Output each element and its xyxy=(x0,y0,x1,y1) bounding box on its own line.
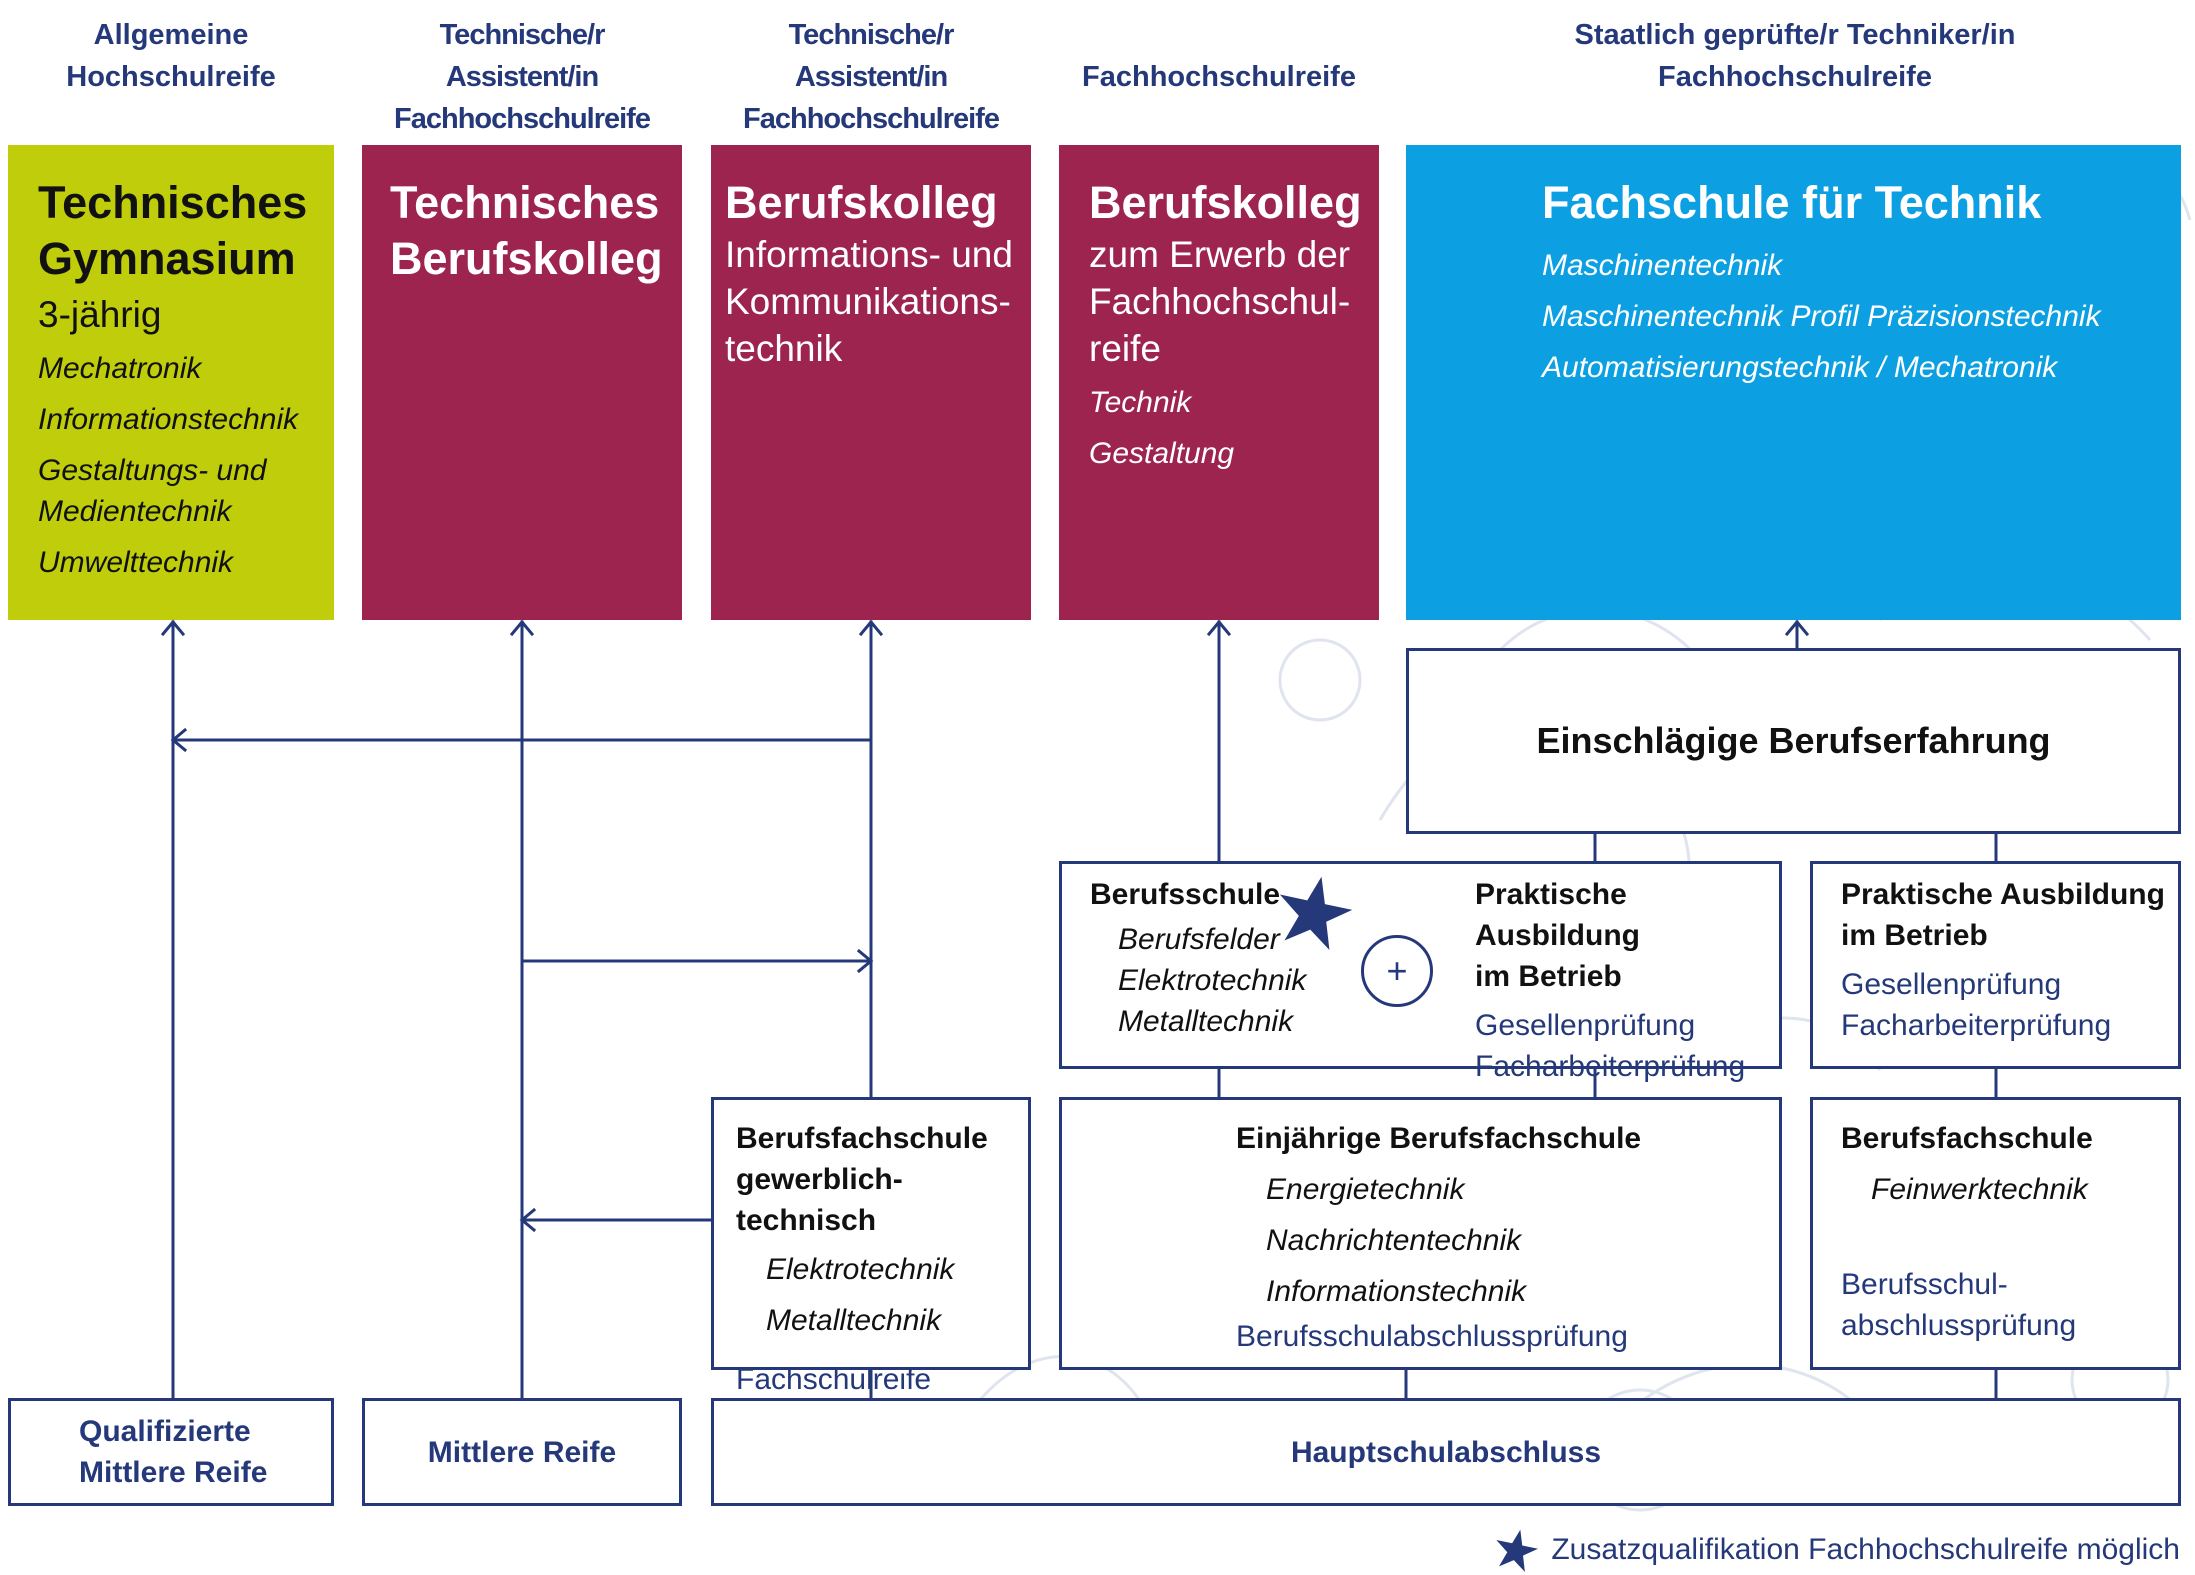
header-col4: Fachhochschulreife xyxy=(1059,56,1379,98)
berufserfahrung-box: Einschlägige Berufserfahrung xyxy=(1406,648,2181,834)
bfs-fw-item-feinwerktechnik: Feinwerktechnik xyxy=(1871,1173,2088,1206)
bfs-gt-title-line2: gewerblich-technisch xyxy=(736,1163,903,1237)
fst-title: Fachschule für Technik xyxy=(1542,177,2042,228)
bk-ik-title: Berufskolleg xyxy=(725,177,998,228)
bfs-fw-exam-line1: Berufsschul- xyxy=(1841,1268,2008,1301)
header-col2: Technische/r Assistent/in Fachhochschulr… xyxy=(362,14,682,140)
ebfs-item-informationstechnik: Informationstechnik xyxy=(1266,1275,1527,1308)
bk-ik-subtitle-line3: technik xyxy=(725,328,843,369)
header-col1: Allgemeine Hochschulreife xyxy=(40,14,302,98)
berufskolleg-fhr-box: Berufskolleg zum Erwerb der Fachhochschu… xyxy=(1059,145,1379,620)
fachschule-technik-box: Fachschule für Technik Maschinentechnik … xyxy=(1406,145,2181,620)
plus-icon: + xyxy=(1361,935,1433,1007)
arrowhead-left-mr xyxy=(519,1207,537,1233)
berufsschule-block: Berufsschule Berufsfelder Elektrotechnik… xyxy=(1090,874,1306,1042)
ebfs-item-energietechnik: Energietechnik xyxy=(1266,1173,1465,1206)
legend-star-icon xyxy=(1496,1529,1539,1572)
legend: Zusatzqualifikation Fachhochschulreife m… xyxy=(1440,1528,2180,1572)
ebfs-item-nachrichtentechnik: Nachrichtentechnik xyxy=(1266,1224,1522,1257)
berufsschule-item-metalltechnik: Metalltechnik xyxy=(1118,1005,1294,1038)
arrowhead-right-col3 xyxy=(856,948,874,974)
bk-fhr-subtitle-line1: zum Erwerb der xyxy=(1089,234,1351,275)
tg-profile-umwelttechnik: Umwelttechnik xyxy=(38,546,234,579)
bfs-gt-item-elektrotechnik: Elektrotechnik xyxy=(766,1253,955,1286)
bfs-gewerblich-box: Berufsfachschule gewerblich-technisch El… xyxy=(711,1097,1031,1396)
praxis1-title-line1: Praktische Ausbildung xyxy=(1475,878,1640,952)
fst-profile-maschinentechnik: Maschinentechnik xyxy=(1542,249,1783,282)
fst-profile-automatisierung: Automatisierungstechnik / Mechatronik xyxy=(1542,351,2058,384)
header-col1-line1: Allgemeine xyxy=(93,19,249,51)
bfs-fw-exam-line2: abschlussprüfung xyxy=(1841,1309,2077,1342)
bfs-fw-title: Berufsfachschule xyxy=(1841,1122,2093,1155)
fst-profile-praezision: Maschinentechnik Profil Präzisionstechni… xyxy=(1542,300,2101,333)
ebfs-exam: Berufsschulabschlussprüfung xyxy=(1236,1320,1628,1353)
tg-title-line2: Gymnasium xyxy=(38,233,296,284)
bfs-feinwerk-box: Berufsfachschule Feinwerktechnik Berufss… xyxy=(1810,1097,2181,1370)
tbk-title-line2: Berufskolleg xyxy=(390,233,663,284)
header-col5: Staatlich geprüfte/r Techniker/in Fachho… xyxy=(1470,14,2120,98)
bk-fhr-subtitle-line2: Fachhochschul- xyxy=(1089,281,1351,322)
tg-profile-informationstechnik: Informationstechnik xyxy=(38,403,299,436)
berufsschule-title: Berufsschule xyxy=(1090,878,1281,911)
arrowhead-tbk xyxy=(509,619,535,637)
tg-title-line1: Technisches xyxy=(38,177,308,228)
header-col5-line1: Staatlich geprüfte/r Techniker/in xyxy=(1574,19,2016,51)
berufsschule-item-berufsfelder: Berufsfelder xyxy=(1118,923,1280,956)
arrowhead-bkfhr xyxy=(1206,619,1232,637)
berufskolleg-ik-box: Berufskolleg Informations- und Kommunika… xyxy=(711,145,1031,620)
praxis1-title-line2: im Betrieb xyxy=(1475,960,1622,993)
bfs-gt-title-line1: Berufsfachschule xyxy=(736,1122,988,1155)
praxis1-exam-gesellen: Gesellenprüfung xyxy=(1475,1009,1696,1042)
technisches-gymnasium-box: Technisches Gymnasium 3-jährig Mechatron… xyxy=(8,145,334,620)
header-col2-line2: Fachhochschulreife xyxy=(394,103,651,135)
einjaehrige-bfs-box: Einjährige Berufsfachschule Energietechn… xyxy=(1059,1097,1782,1370)
tg-profile-gestaltung: Gestaltungs- und xyxy=(38,454,267,487)
star-icon xyxy=(1279,876,1353,951)
bk-ik-subtitle-line1: Informations- und xyxy=(725,234,1013,275)
header-col3-line1: Technische/r Assistent/in xyxy=(788,19,955,93)
technisches-berufskolleg-box: Technisches Berufskolleg xyxy=(362,145,682,620)
qmr-line1: Qualifizierte xyxy=(79,1415,251,1448)
tg-profile-mechatronik: Mechatronik xyxy=(38,352,202,385)
arrowhead-tg xyxy=(160,619,186,637)
tbk-title-line1: Technisches xyxy=(390,177,660,228)
praxis1-block: Praktische Ausbildung im Betrieb Geselle… xyxy=(1475,874,1779,1087)
hsa-label: Hauptschulabschluss xyxy=(1290,1435,1602,1469)
mittlere-reife-box: Mittlere Reife xyxy=(362,1398,682,1506)
header-col5-line2: Fachhochschulreife xyxy=(1658,61,1932,93)
qmr-line2: Mittlere Reife xyxy=(79,1456,268,1489)
bk-fhr-profile-technik: Technik xyxy=(1089,386,1192,419)
arrowhead-left-tg xyxy=(170,727,188,753)
bk-ik-subtitle-line2: Kommunikations- xyxy=(725,281,1011,322)
mr-label: Mittlere Reife xyxy=(427,1435,617,1469)
praxis2-box: Praktische Ausbildung im Betrieb Geselle… xyxy=(1810,861,2181,1069)
praxis2-exam-facharbeiter: Facharbeiterprüfung xyxy=(1841,1009,2112,1042)
bk-fhr-subtitle-line3: reife xyxy=(1089,328,1161,369)
bfs-gt-exam: Fachschulreife xyxy=(736,1363,932,1396)
qualifizierte-mittlere-reife-box: Qualifizierte Mittlere Reife xyxy=(8,1398,334,1506)
header-col4-line1: Fachhochschulreife xyxy=(1082,61,1356,93)
ebfs-title: Einjährige Berufsfachschule xyxy=(1236,1122,1642,1155)
header-col1-line2: Hochschulreife xyxy=(66,61,276,93)
hauptschulabschluss-box: Hauptschulabschluss xyxy=(711,1398,2181,1506)
arrowhead-bkik xyxy=(858,619,884,637)
praxis2-title-line2: im Betrieb xyxy=(1841,919,1988,952)
tg-duration: 3-jährig xyxy=(38,294,162,335)
bk-fhr-profile-gestaltung: Gestaltung xyxy=(1089,437,1235,470)
header-col3-line2: Fachhochschulreife xyxy=(743,103,1000,135)
legend-text: Zusatzqualifikation Fachhochschulreife m… xyxy=(1551,1533,2180,1566)
tg-profile-medientechnik: Medientechnik xyxy=(38,495,232,528)
praxis1-exam-facharbeiter: Facharbeiterprüfung xyxy=(1475,1050,1746,1083)
header-col2-line1: Technische/r Assistent/in xyxy=(439,19,606,93)
header-col3: Technische/r Assistent/in Fachhochschulr… xyxy=(711,14,1031,140)
bfs-gt-item-metalltechnik: Metalltechnik xyxy=(766,1304,942,1337)
berufserfahrung-label: Einschlägige Berufserfahrung xyxy=(1536,720,2051,761)
praxis2-title-line1: Praktische Ausbildung xyxy=(1841,878,2165,911)
berufsschule-item-elektrotechnik: Elektrotechnik xyxy=(1118,964,1307,997)
arrowhead-fst xyxy=(1784,619,1810,637)
praxis2-exam-gesellen: Gesellenprüfung xyxy=(1841,968,2062,1001)
bk-fhr-title: Berufskolleg xyxy=(1089,177,1362,228)
